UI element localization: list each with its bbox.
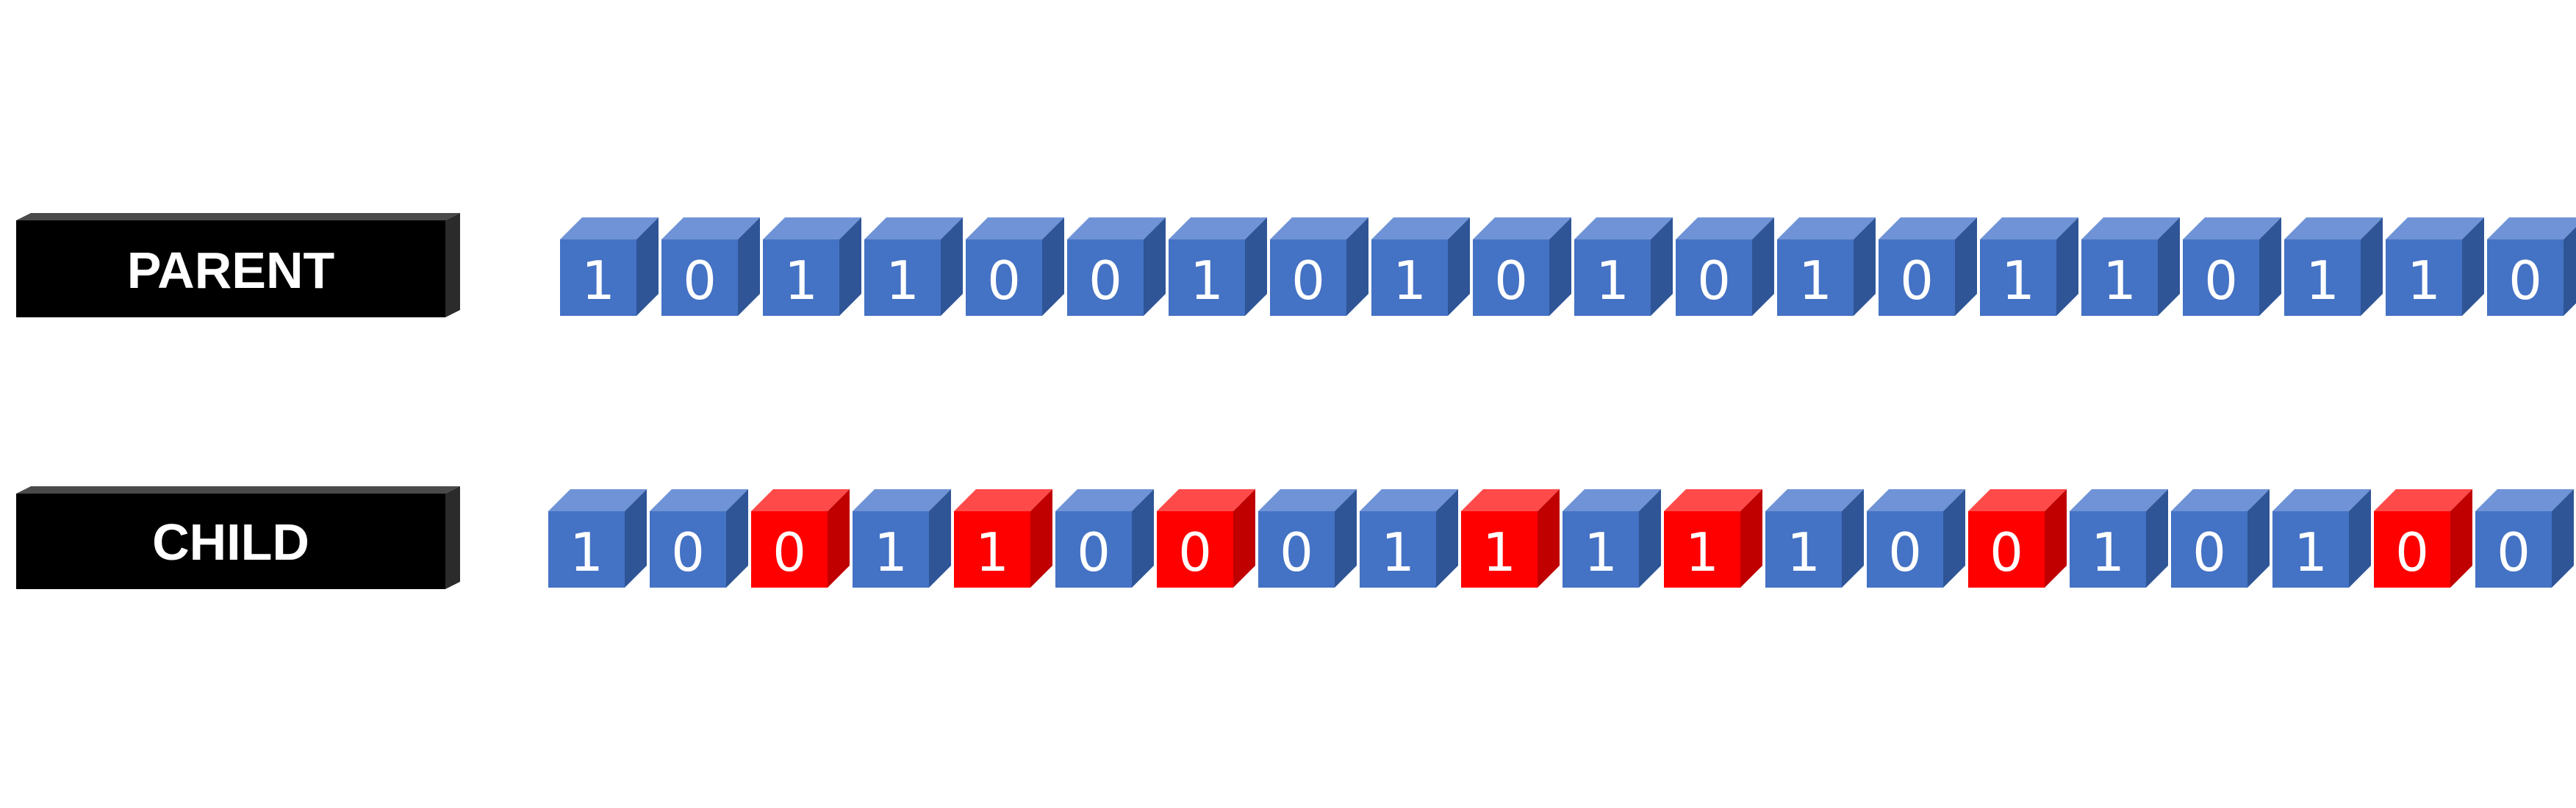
bit-cube: 1 [1563, 489, 1661, 588]
bit-cube: 0 [2475, 489, 2574, 588]
bit-cube: 1 [2081, 217, 2180, 316]
bit-value: 1 [2306, 250, 2339, 311]
mutated-bit-cube: 0 [2374, 489, 2472, 588]
child-label: CHILD [152, 513, 309, 571]
bit-value: 1 [1798, 250, 1832, 311]
bit-cube: 1 [2070, 489, 2168, 588]
mutated-bit-cube: 1 [1664, 489, 1762, 588]
bit-cube: 0 [1055, 489, 1154, 588]
bit-value: 0 [2192, 522, 2226, 583]
bit-cube: 1 [548, 489, 647, 588]
bit-value: 0 [1291, 250, 1325, 311]
bit-cube: 1 [763, 217, 861, 316]
bit-value: 1 [1381, 522, 1415, 583]
bit-value: 1 [886, 250, 919, 311]
mutated-bit-cube: 0 [1157, 489, 1255, 588]
bit-cube: 0 [1067, 217, 1166, 316]
bit-cube: 1 [853, 489, 951, 588]
parent-label: PARENT [127, 242, 335, 299]
bit-value: 1 [2103, 250, 2136, 311]
bit-cube: 0 [650, 489, 748, 588]
child-bit-cubes: 1 0 0 1 1 0 0 0 1 1 1 1 1 0 0 1 0 1 0 0 [548, 489, 2574, 588]
bit-value: 1 [1190, 250, 1224, 311]
parent-label-box: PARENT [16, 213, 460, 317]
bit-cube: 1 [1765, 489, 1864, 588]
bit-cube: 0 [1473, 217, 1571, 316]
bit-value: 1 [1596, 250, 1629, 311]
bit-cube: 1 [864, 217, 963, 316]
bit-value: 0 [671, 522, 705, 583]
bit-cube: 1 [1360, 489, 1458, 588]
parent-row: PARENT 1 0 1 1 0 0 1 0 1 0 1 0 1 0 1 1 0 1 1 0 [16, 213, 2576, 317]
bit-value: 0 [1697, 250, 1731, 311]
mutated-bit-cube: 0 [1968, 489, 2067, 588]
bit-cube: 0 [1676, 217, 1774, 316]
bit-value: 1 [1685, 522, 1719, 583]
bit-value: 1 [975, 522, 1009, 583]
bit-cube: 1 [1980, 217, 2078, 316]
bit-cube: 0 [2183, 217, 2281, 316]
bit-value: 1 [1584, 522, 1618, 583]
bit-value: 0 [2395, 522, 2429, 583]
bit-cube: 0 [1258, 489, 1357, 588]
bit-value: 0 [1494, 250, 1528, 311]
bit-cube: 0 [1879, 217, 1977, 316]
bit-value: 1 [2001, 250, 2035, 311]
bit-value: 0 [1888, 522, 1922, 583]
bit-value: 1 [1787, 522, 1820, 583]
bit-cube: 1 [1574, 217, 1673, 316]
bit-value: 0 [1077, 522, 1111, 583]
bit-value: 0 [683, 250, 717, 311]
bit-value: 0 [2204, 250, 2238, 311]
bit-value: 0 [2508, 250, 2542, 311]
mutated-bit-cube: 1 [954, 489, 1052, 588]
bit-value: 0 [1280, 522, 1313, 583]
bit-value: 1 [784, 250, 818, 311]
bit-cube: 0 [1867, 489, 1965, 588]
mutated-bit-cube: 0 [751, 489, 850, 588]
child-row: CHILD 1 0 0 1 1 0 0 0 1 1 1 1 1 0 0 1 0 1 0 0 [16, 486, 2574, 589]
bit-value: 1 [2407, 250, 2441, 311]
bit-cube: 1 [2272, 489, 2371, 588]
bit-cube: 1 [1169, 217, 1267, 316]
bit-value: 1 [1393, 250, 1427, 311]
bit-cube: 1 [560, 217, 659, 316]
child-label-box: CHILD [16, 486, 460, 589]
bit-value: 1 [2294, 522, 2328, 583]
bit-value: 0 [1178, 522, 1212, 583]
bit-cube: 0 [661, 217, 760, 316]
bit-value: 0 [2497, 522, 2530, 583]
bit-cube: 0 [966, 217, 1064, 316]
bit-value: 0 [1088, 250, 1122, 311]
bit-cube: 1 [1777, 217, 1876, 316]
bit-value: 0 [1900, 250, 1934, 311]
bit-value: 1 [581, 250, 615, 311]
mutated-bit-cube: 1 [1461, 489, 1560, 588]
bit-cube: 0 [2171, 489, 2270, 588]
bit-value: 1 [2091, 522, 2125, 583]
bit-value: 0 [987, 250, 1021, 311]
bit-cube: 0 [2487, 217, 2576, 316]
bit-cube: 1 [2284, 217, 2383, 316]
bit-cube: 1 [2386, 217, 2484, 316]
bit-cube: 1 [1371, 217, 1470, 316]
bit-value: 0 [1990, 522, 2023, 583]
bit-cube: 0 [1270, 217, 1368, 316]
parent-bit-cubes: 1 0 1 1 0 0 1 0 1 0 1 0 1 0 1 1 0 1 1 0 [560, 217, 2576, 316]
bit-value: 1 [570, 522, 603, 583]
bit-value: 1 [874, 522, 908, 583]
bit-value: 1 [1482, 522, 1516, 583]
bit-value: 0 [772, 522, 806, 583]
